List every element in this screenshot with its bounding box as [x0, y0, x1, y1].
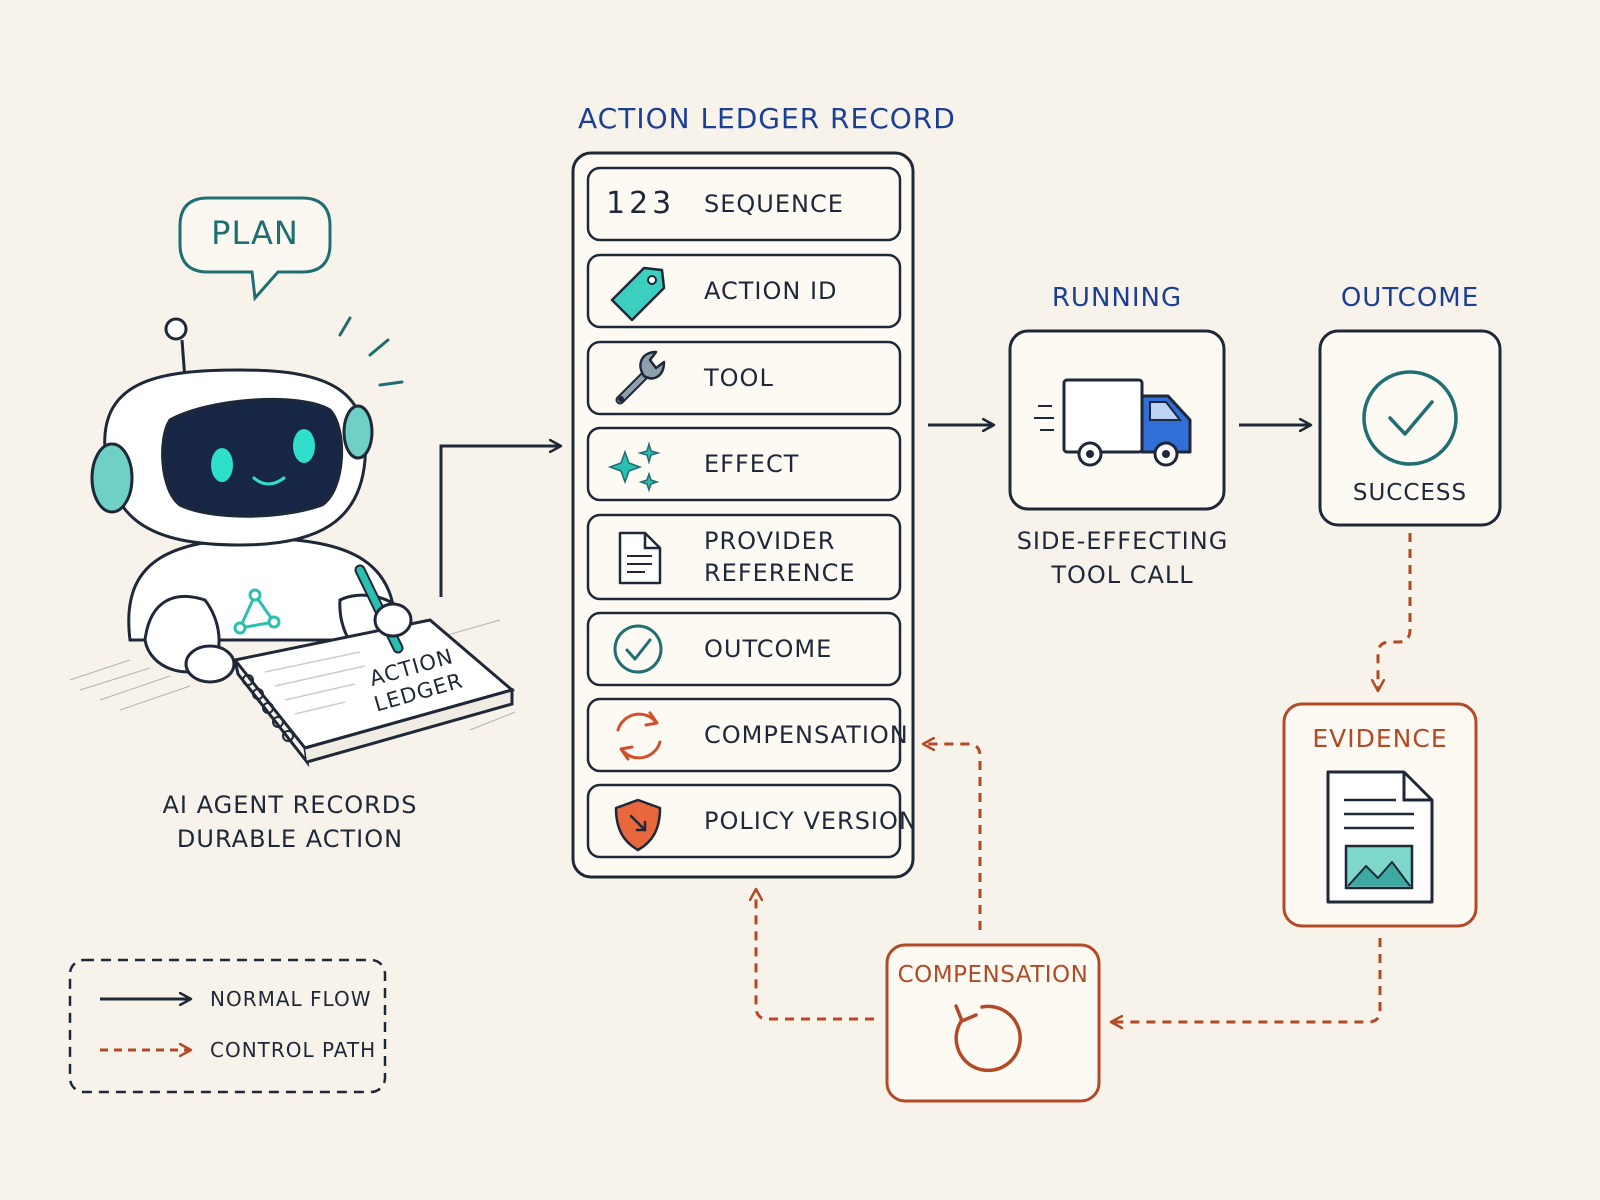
numbers-icon: 123	[606, 186, 676, 221]
delivery-truck-icon	[1034, 378, 1192, 467]
compensation-to-ledger-bottom-path	[756, 890, 874, 1021]
legend-normal-flow-label: NORMAL FLOW	[210, 987, 372, 1011]
document-icon	[618, 531, 662, 585]
success-check-icon	[1362, 370, 1458, 466]
evidence-title: EVIDENCE	[1312, 724, 1448, 753]
ledger-row-compensation-label: COMPENSATION	[704, 721, 909, 749]
ledger-row-provider-reference-label: PROVIDER REFERENCE	[704, 527, 856, 587]
document-image-icon	[1326, 770, 1434, 904]
ledger-row-tool-label: TOOL	[704, 364, 774, 392]
compensation-to-ledger-path	[924, 744, 982, 930]
refresh-icon	[616, 711, 662, 761]
shield-icon	[614, 798, 662, 852]
check-circle-icon	[613, 624, 663, 674]
legend-control-path-label: CONTROL PATH	[210, 1038, 377, 1062]
evidence-to-compensation-path	[1112, 938, 1382, 1022]
undo-icon	[954, 1004, 1022, 1073]
ledger-row-outcome-label: OUTCOME	[704, 635, 833, 663]
ledger-rows	[586, 166, 902, 859]
plan-speech-bubble	[178, 196, 332, 302]
outcome-status: SUCCESS	[1352, 480, 1468, 506]
agent-caption: AI AGENT RECORDS DURABLE ACTION	[162, 791, 418, 853]
running-caption: SIDE-EFFECTING TOOL CALL	[1016, 527, 1229, 589]
outcome-title: OUTCOME	[1340, 283, 1480, 313]
ledger-title: ACTION LEDGER RECORD	[578, 102, 956, 135]
sparkles-icon	[607, 441, 661, 493]
compensation-title: COMPENSATION	[897, 962, 1089, 988]
speech-bubble-text: PLAN	[211, 214, 299, 252]
ledger-row-sequence-label: SEQUENCE	[704, 190, 844, 218]
outcome-to-evidence-path	[1378, 533, 1412, 690]
tag-icon	[610, 266, 666, 322]
running-title: RUNNING	[1051, 283, 1183, 313]
ledger-row-policy-version-label: POLICY VERSION	[704, 807, 918, 835]
legend-box	[68, 958, 387, 1094]
ledger-row-effect-label: EFFECT	[704, 450, 800, 478]
agent-to-ledger-arrow	[439, 446, 560, 597]
robot-agent-illustration	[69, 316, 516, 768]
ledger-row-action-id-label: ACTION ID	[704, 277, 838, 305]
wrench-icon	[615, 350, 666, 405]
compensation-box	[885, 943, 1101, 1103]
